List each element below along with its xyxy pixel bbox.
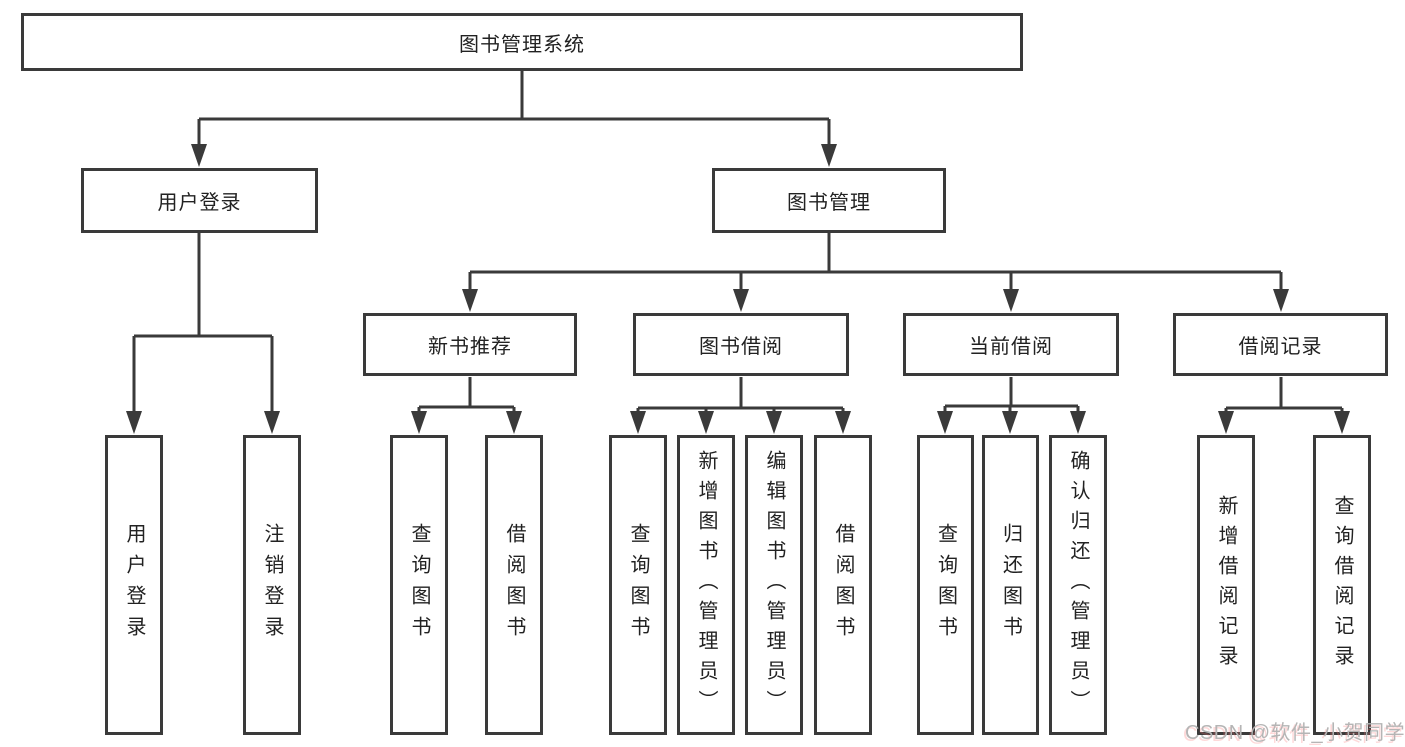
leaf-query-books-recommend: 查询图书: [390, 435, 448, 735]
leaf-query-books-current: 查询图书: [917, 435, 974, 735]
leaf-query-books-borrowing: 查询图书: [609, 435, 667, 735]
node-borrowing-records: 借阅记录: [1173, 313, 1388, 376]
leaf-borrow-books-recommend: 借阅图书: [485, 435, 543, 735]
leaf-borrow-books: 借阅图书: [814, 435, 872, 735]
csdn-watermark: CSDN @软件_小贺同学: [1185, 722, 1405, 744]
leaf-edit-books-admin-label: 编辑图书（管理员）: [763, 450, 785, 720]
node-user-login: 用户登录: [81, 168, 318, 233]
leaf-add-books-admin: 新增图书（管理员）: [677, 435, 735, 735]
leaf-add-books-admin-label: 新增图书（管理员）: [695, 450, 717, 720]
leaf-query-borrow-record-label: 查询借阅记录: [1331, 495, 1353, 675]
leaf-query-books-recommend-label: 查询图书: [408, 523, 430, 647]
leaf-confirm-return-admin-label: 确认归还（管理员）: [1067, 450, 1089, 720]
leaf-query-borrow-record: 查询借阅记录: [1313, 435, 1371, 735]
leaf-add-borrow-record-label: 新增借阅记录: [1215, 495, 1237, 675]
leaf-logout-label: 注销登录: [261, 523, 283, 647]
leaf-query-books-borrowing-label: 查询图书: [627, 523, 649, 647]
node-current-borrowing: 当前借阅: [903, 313, 1119, 376]
leaf-query-books-current-label: 查询图书: [934, 523, 957, 647]
node-book-management: 图书管理: [712, 168, 946, 233]
leaf-user-login: 用户登录: [105, 435, 163, 735]
leaf-return-books-label: 归还图书: [999, 523, 1022, 647]
leaf-edit-books-admin: 编辑图书（管理员）: [745, 435, 803, 735]
leaf-borrow-books-label: 借阅图书: [832, 523, 854, 647]
leaf-logout: 注销登录: [243, 435, 301, 735]
leaf-add-borrow-record: 新增借阅记录: [1197, 435, 1255, 735]
node-book-borrowing: 图书借阅: [633, 313, 849, 376]
leaf-confirm-return-admin: 确认归还（管理员）: [1049, 435, 1107, 735]
leaf-borrow-books-recommend-label: 借阅图书: [503, 523, 525, 647]
leaf-return-books: 归还图书: [982, 435, 1039, 735]
node-root: 图书管理系统: [21, 13, 1023, 71]
leaf-user-login-label: 用户登录: [123, 523, 145, 647]
node-new-book-recommend: 新书推荐: [363, 313, 577, 376]
